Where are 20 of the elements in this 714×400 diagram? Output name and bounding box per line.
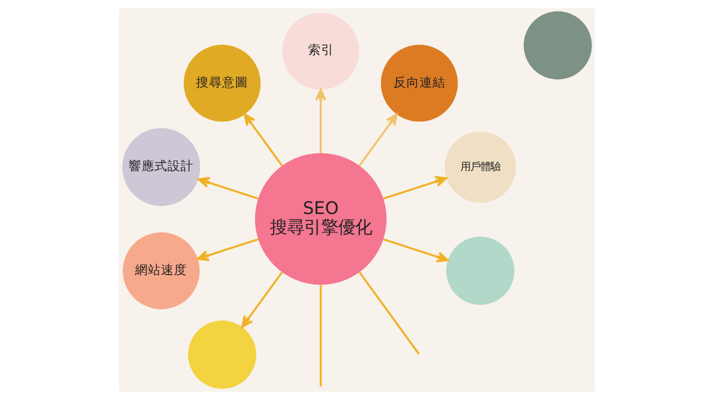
node-circle: 用戶體驗: [444, 131, 516, 203]
connector: [358, 272, 420, 355]
node-circle: 響應式設計: [122, 128, 200, 206]
node-circle: [524, 11, 592, 80]
node-circle: 反向連結: [380, 44, 458, 122]
arrow: [383, 176, 448, 200]
node-circle: SEO 搜尋引擎優化: [255, 153, 387, 285]
node-circle: 網站速度: [122, 232, 200, 310]
node-circle: 索引: [282, 12, 360, 90]
arrow: [241, 272, 283, 328]
arrow: [198, 177, 258, 200]
connector: [320, 284, 322, 386]
arrow: [315, 88, 326, 154]
arrow: [358, 113, 398, 166]
arrow: [196, 238, 258, 262]
node-circle: [188, 320, 256, 389]
node-circle: 搜尋意圖: [184, 44, 261, 122]
node-circle: [446, 236, 514, 305]
arrow: [244, 113, 283, 166]
arrow: [383, 238, 449, 262]
